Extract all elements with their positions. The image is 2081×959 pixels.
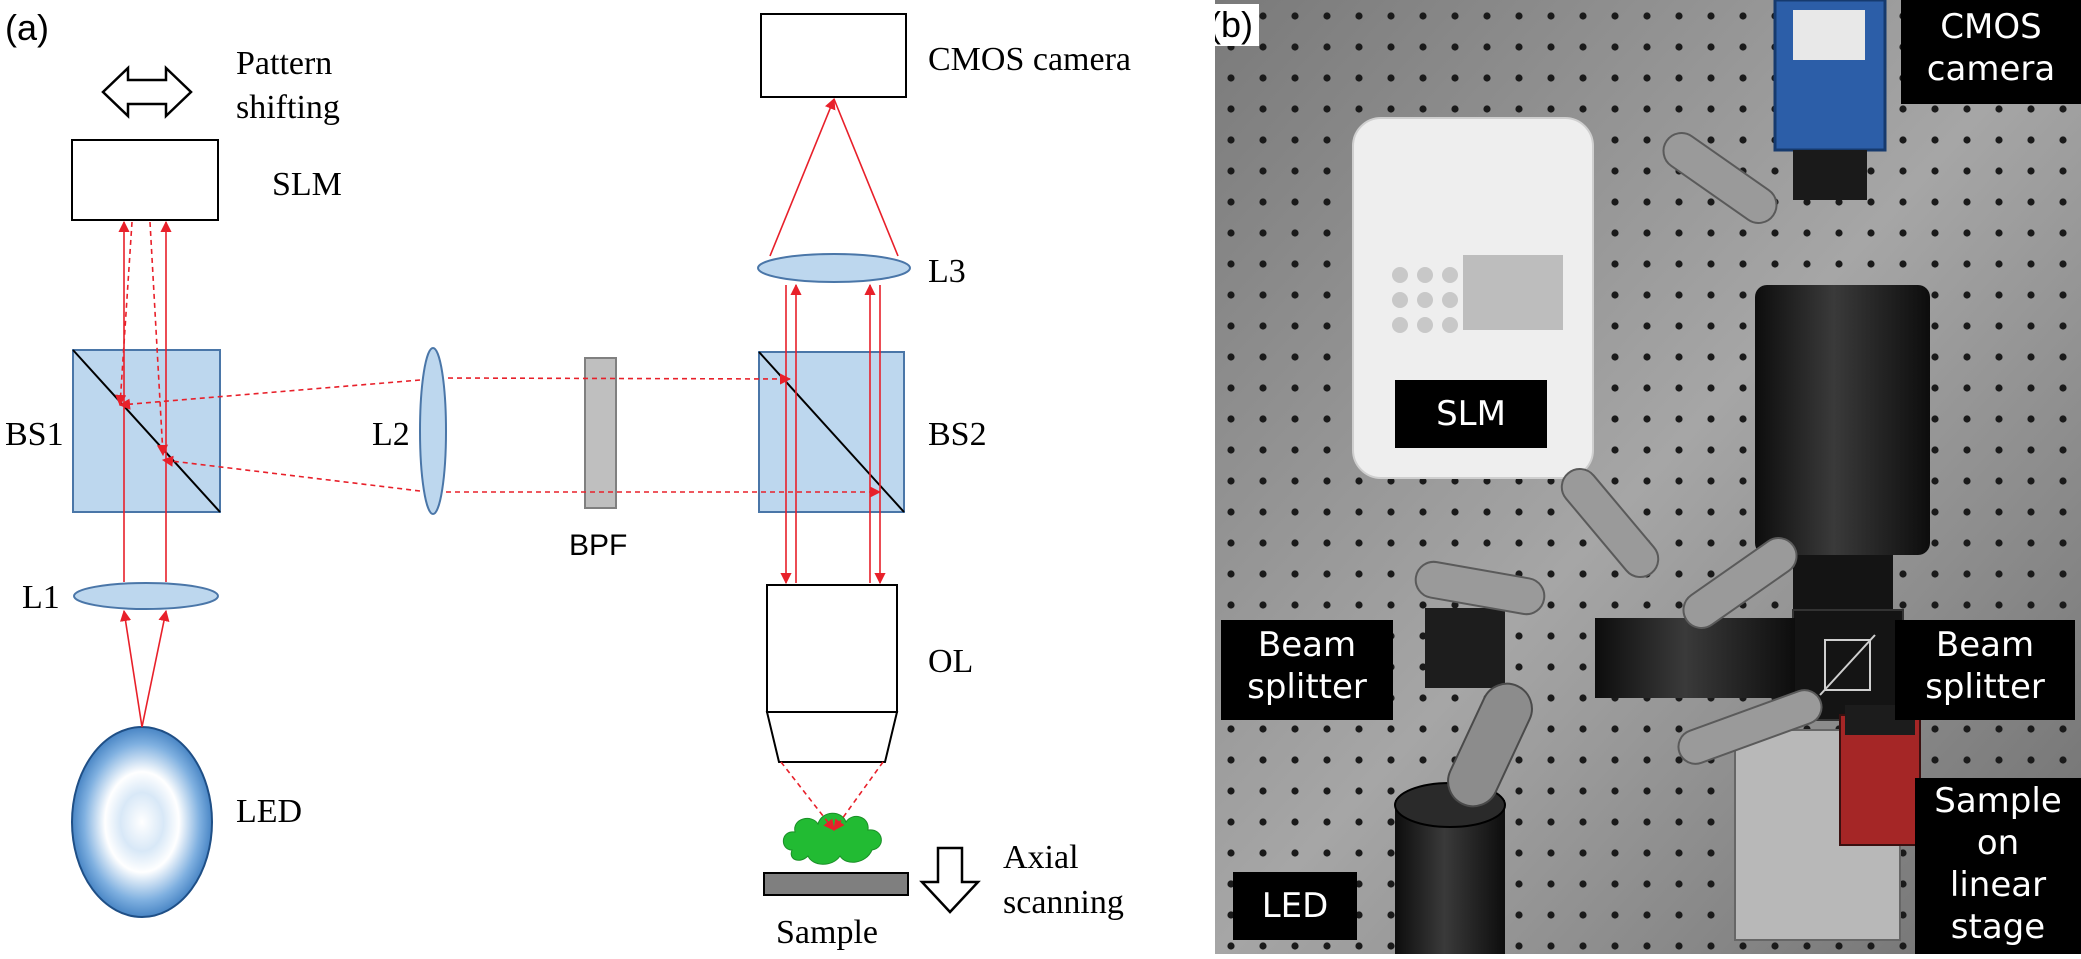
cmos-camera-sticker (1793, 10, 1865, 60)
cmos-camera-photo-label-line2: camera (1926, 49, 2056, 89)
led-label: LED (236, 793, 302, 830)
panel-a-tag: (a) (5, 7, 49, 48)
l3-lens (757, 253, 911, 283)
lens-tube-horizontal (1595, 618, 1795, 698)
objective-lens-body (766, 584, 898, 713)
bs1-diagonal (72, 349, 221, 513)
pattern-shifting-label: Pattern (236, 45, 332, 82)
down-arrow-icon (919, 846, 981, 914)
sample-stage-label-line1: Sample (1934, 781, 2062, 821)
beam-splitter-left-label: Beam splitter (1221, 620, 1393, 720)
bpf-label: BPF (569, 529, 627, 562)
sample-stage-label: Sample on linear stage (1915, 778, 2081, 954)
slm-photo-label: SLM (1395, 380, 1547, 448)
stage-post (1677, 689, 1823, 765)
beam-splitter-mark-box (1824, 639, 1871, 691)
panel-a-schematic: (a) Pattern shifting SLM BS1 L1 LED L2 B… (5, 7, 1131, 951)
l3-label: L3 (928, 253, 966, 290)
post-clamp-2 (1560, 467, 1660, 579)
pattern-shifting-label-line2: shifting (236, 89, 340, 126)
cmos-camera-label: CMOS camera (928, 41, 1131, 78)
sample-stage-label-line2: on (1976, 823, 2020, 863)
sample-stage-label-line4: stage (1950, 907, 2046, 947)
sample-stage-label-line3: linear (1949, 865, 2047, 905)
l1-lens (73, 582, 219, 610)
led-post (1447, 682, 1533, 808)
axial-scanning-label: Axial (1003, 839, 1079, 876)
double-arrow-icon (101, 65, 193, 119)
lens-tube-large (1755, 285, 1930, 555)
axial-scanning-label-line2: scanning (1003, 884, 1124, 921)
objective-lens-tip (765, 711, 899, 763)
cmos-camera-mount (1793, 150, 1867, 200)
post-clamp-4 (1682, 537, 1798, 629)
post-clamp-1 (1662, 132, 1778, 224)
led-source (71, 726, 213, 918)
cmos-camera-photo-label-line1: CMOS (1940, 7, 2042, 47)
beam-splitter-left-label-line2: splitter (1247, 667, 1367, 707)
l2-label: L2 (372, 416, 410, 453)
beam-splitter-right-label-line2: splitter (1925, 667, 2045, 707)
panel-b-tag: (b) (1215, 4, 1259, 46)
beam-splitter-left-label-line1: Beam (1257, 625, 1357, 665)
l2-lens (419, 347, 447, 515)
l1-label: L1 (22, 579, 60, 616)
left-lens-holder (1425, 608, 1505, 688)
schematic-diagram: (a) Pattern shifting SLM BS1 L1 LED L2 B… (5, 7, 1131, 951)
slm-buttons (1392, 267, 1458, 333)
bpf-filter (584, 357, 617, 509)
post-clamp-3 (1414, 560, 1546, 616)
bs1-label: BS1 (5, 416, 64, 453)
sample-specimen (782, 812, 882, 865)
cmos-camera-box (760, 13, 907, 98)
cmos-camera-photo-label: CMOS camera (1901, 0, 2081, 104)
bs2-label: BS2 (928, 416, 987, 453)
panel-b-photo: (b) CMOS camera SLM Beam splitter Beam s… (1215, 0, 2081, 954)
linear-stage-micrometer (1839, 714, 1921, 846)
slm-vent-grid (1463, 255, 1563, 330)
slm-box (71, 139, 219, 221)
illumination-rays (115, 97, 899, 831)
ol-label: OL (928, 643, 973, 680)
lens-tube-small (1793, 555, 1893, 615)
beam-splitter-right-label-line1: Beam (1935, 625, 2035, 665)
beam-splitter-right-label: Beam splitter (1895, 620, 2075, 720)
beam-splitter-mark (1819, 634, 1876, 696)
sample-stage (763, 872, 909, 896)
sample-label: Sample (776, 914, 878, 951)
slm-label: SLM (272, 166, 342, 203)
led-photo-label: LED (1233, 872, 1357, 940)
